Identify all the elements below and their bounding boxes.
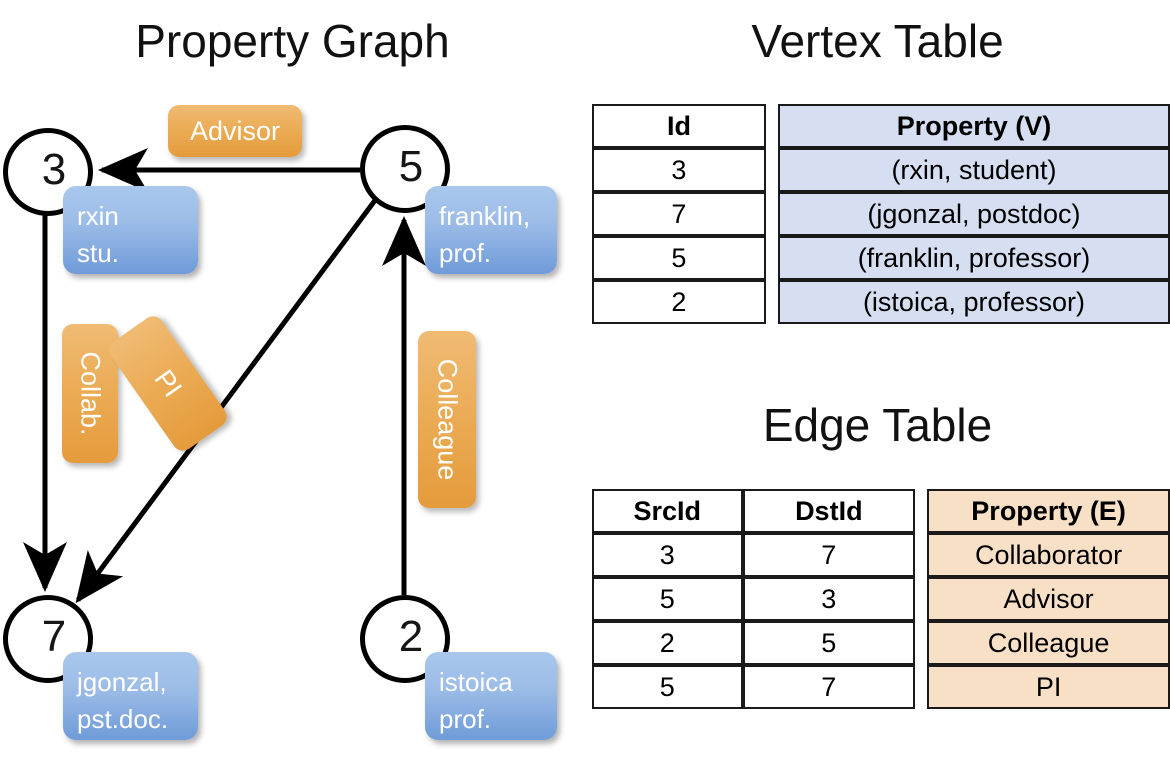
vertex-cell-id: 3 <box>592 148 766 192</box>
vertex-table-header-property: Property (V) <box>777 104 1170 148</box>
vertex-cell-property: (franklin, professor) <box>777 236 1170 280</box>
vertex-cell-property: (rxin, student) <box>777 148 1170 192</box>
edge-cell-srcid: 5 <box>592 665 743 709</box>
node-property-callout-2-line1: istoica <box>439 667 513 697</box>
vertex-cell-id: 7 <box>592 192 766 236</box>
node-property-callout-3-line1: rxin <box>77 201 119 231</box>
page-title-property-graph: Property Graph <box>135 15 450 67</box>
table-row: 7 (jgonzal, postdoc) <box>592 192 1170 236</box>
table-row: 5 7 PI <box>592 665 1170 709</box>
edge-label-pi-text: PI <box>148 364 189 403</box>
vertex-table-column-gap <box>766 148 778 192</box>
edge-table-column-gap <box>915 533 927 577</box>
table-row: 5 3 Advisor <box>592 577 1170 621</box>
vertex-table-column-gap <box>766 236 778 280</box>
edge-table-header-row: SrcId DstId Property (E) <box>592 489 1170 533</box>
edge-table-header-dstid: DstId <box>742 489 916 533</box>
graph-edge-arrows <box>23 148 426 604</box>
vertex-table-column-gap <box>766 280 778 324</box>
vertex-cell-id: 5 <box>592 236 766 280</box>
node-property-callout-5-line2: prof. <box>439 237 492 268</box>
node-property-callout-2: istoica prof. <box>425 652 557 740</box>
edge-table-column-gap <box>915 577 927 621</box>
edge-cell-dstid: 5 <box>742 621 916 665</box>
graph-node-2-id: 2 <box>398 612 424 661</box>
graph-node-5-id: 5 <box>398 142 424 191</box>
graph-node-3-id: 3 <box>41 145 67 194</box>
graph-node-7-id: 7 <box>41 612 67 661</box>
page-title-edge-table: Edge Table <box>762 399 993 451</box>
edge-arrow-5-to-7 <box>75 197 379 604</box>
node-property-callout-7-line1: jgonzal, <box>77 667 167 697</box>
edge-cell-property: Colleague <box>927 621 1170 665</box>
vertex-table-column-gap <box>766 192 778 236</box>
node-property-callout-7: jgonzal, pst.doc. <box>63 652 198 740</box>
edge-label-collab-text: Collab. <box>75 351 106 436</box>
edge-table-header-property: Property (E) <box>927 489 1170 533</box>
table-row: 3 (rxin, student) <box>592 148 1170 192</box>
edge-cell-srcid: 2 <box>592 621 743 665</box>
node-property-callout-5: franklin, prof. <box>425 186 557 274</box>
edge-label-advisor-text: Advisor <box>189 115 281 146</box>
table-row: 2 5 Colleague <box>592 621 1170 665</box>
node-property-callout-2-line2: prof. <box>439 703 492 734</box>
page-title-vertex-table: Vertex Table <box>751 15 1004 67</box>
vertex-cell-property: (jgonzal, postdoc) <box>777 192 1170 236</box>
edge-table-header-srcid: SrcId <box>592 489 743 533</box>
edge-cell-property: Collaborator <box>927 533 1170 577</box>
edge-label-advisor: Advisor <box>168 105 302 157</box>
node-property-callout-3: rxin stu. <box>63 186 198 274</box>
property-graph-diagram: Advisor Collab. PI Colleague 3 5 7 2 rxi… <box>3 105 557 740</box>
edge-label-colleague-text: Colleague <box>432 358 463 481</box>
node-property-callout-5-line1: franklin, <box>439 201 531 231</box>
edge-cell-dstid: 7 <box>742 533 916 577</box>
vertex-cell-property: (istoica, professor) <box>777 280 1170 324</box>
edge-cell-dstid: 3 <box>742 577 916 621</box>
edge-table: SrcId DstId Property (E) 3 7 Collaborato… <box>592 489 1170 709</box>
table-row: 3 7 Collaborator <box>592 533 1170 577</box>
node-property-callout-3-line2: stu. <box>77 237 119 268</box>
vertex-table-header-id: Id <box>592 104 766 148</box>
edge-cell-property: Advisor <box>927 577 1170 621</box>
vertex-table-column-gap <box>766 104 778 148</box>
edge-cell-srcid: 5 <box>592 577 743 621</box>
vertex-table-header-row: Id Property (V) <box>592 104 1170 148</box>
table-row: 5 (franklin, professor) <box>592 236 1170 280</box>
edge-table-column-gap <box>915 489 927 533</box>
edge-label-colleague: Colleague <box>418 331 476 508</box>
edge-cell-srcid: 3 <box>592 533 743 577</box>
edge-table-column-gap <box>915 665 927 709</box>
node-property-callout-7-line2: pst.doc. <box>77 703 169 734</box>
table-row: 2 (istoica, professor) <box>592 280 1170 324</box>
edge-cell-property: PI <box>927 665 1170 709</box>
edge-table-column-gap <box>915 621 927 665</box>
edge-cell-dstid: 7 <box>742 665 916 709</box>
vertex-cell-id: 2 <box>592 280 766 324</box>
vertex-table: Id Property (V) 3 (rxin, student) 7 (jgo… <box>592 104 1170 324</box>
